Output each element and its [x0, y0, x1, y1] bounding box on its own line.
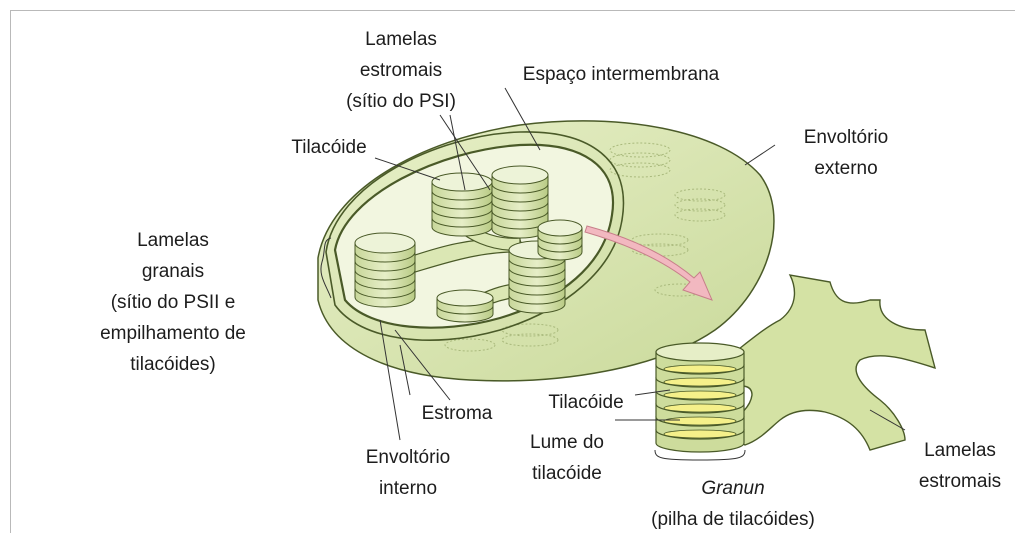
label-tilacoide-top: Tilacóide — [291, 137, 366, 158]
label-lamelas-granais-1: Lamelas — [137, 230, 209, 251]
label-lamelas-granais-5: tilacóides) — [130, 354, 216, 375]
label-lamelas-estromais-1: Lamelas — [365, 29, 437, 50]
label-lume-1: Lume do — [530, 432, 604, 453]
granum-stack-3 — [355, 233, 415, 307]
label-lamelas-estromais-right-1: Lamelas — [924, 440, 996, 461]
thylakoid-lumen — [664, 404, 736, 412]
label-pilha: (pilha de tilacóides) — [651, 509, 815, 530]
label-lume-2: tilacóide — [532, 463, 602, 484]
label-lamelas-granais-4: empilhamento de — [100, 323, 246, 344]
label-tilacoide-bottom: Tilacóide — [548, 392, 623, 413]
label-lamelas-estromais-right-2: estromais — [919, 471, 1001, 492]
label-lamelas-granais-3: (sítio do PSII e — [111, 292, 236, 313]
label-espaco-intermembrana: Espaço intermembrana — [523, 64, 720, 85]
label-estroma: Estroma — [422, 403, 493, 424]
granum-stack-1 — [432, 173, 492, 236]
thylakoid-lumen — [664, 430, 736, 438]
zoomed-granum-stack — [656, 343, 744, 452]
label-lamelas-estromais-2: estromais — [360, 60, 442, 81]
chloroplast — [318, 121, 774, 381]
label-envoltorio-interno-1: Envoltório — [366, 447, 451, 468]
thylakoid-top — [355, 233, 415, 253]
thylakoid-lumen — [664, 378, 736, 386]
label-envoltorio-externo-2: externo — [814, 158, 877, 179]
thylakoid-lumen — [664, 391, 736, 399]
pointer-envoltorio-externo — [745, 145, 775, 165]
thylakoid-lumen — [664, 365, 736, 373]
granum-stack-5 — [538, 220, 582, 260]
label-envoltorio-externo-1: Envoltório — [804, 127, 889, 148]
thylakoid-top — [538, 220, 582, 236]
thylakoid-top — [437, 290, 493, 306]
thylakoid-lumen — [664, 417, 736, 425]
zoomed-thylakoid-top — [656, 343, 744, 361]
label-lamelas-granais-2: granais — [142, 261, 204, 282]
thylakoid-top — [492, 166, 548, 184]
label-envoltorio-interno-2: interno — [379, 478, 437, 499]
label-granun: Granun — [701, 478, 764, 499]
granum-stack-6 — [437, 290, 493, 322]
label-lamelas-estromais-3: (sítio do PSI) — [346, 91, 456, 112]
